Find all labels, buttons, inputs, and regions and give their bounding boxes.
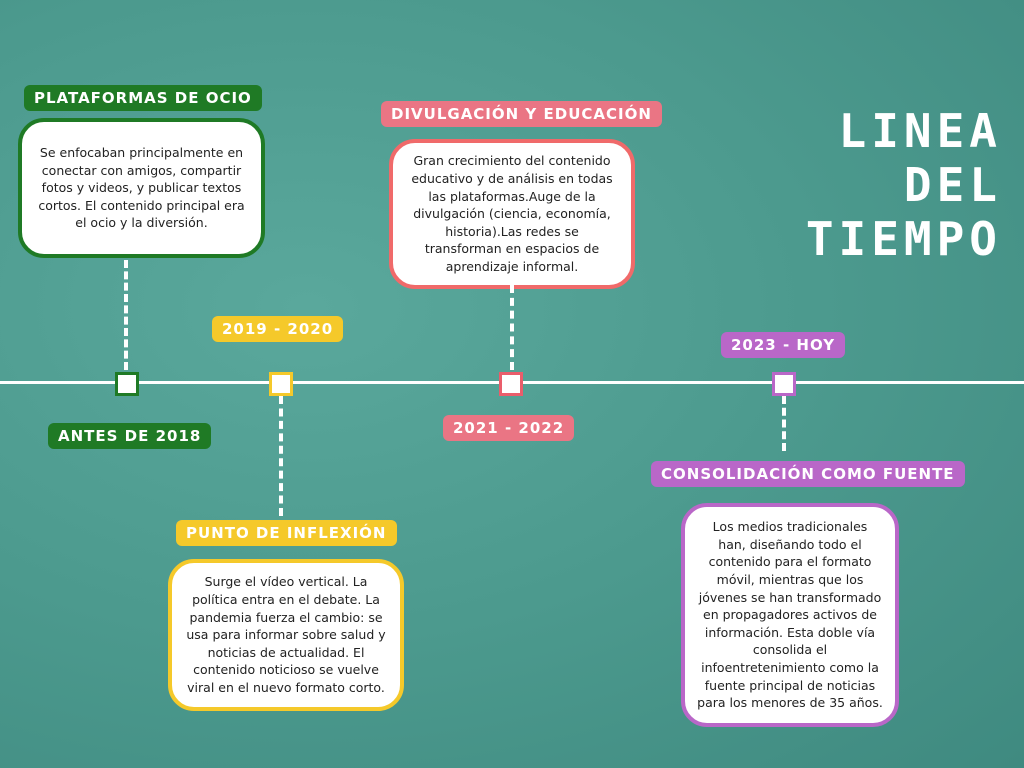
period-2019-2020: 2019 - 2020 (212, 316, 344, 342)
connector (782, 396, 786, 451)
timeline-node-3 (499, 372, 523, 396)
timeline-node-4 (772, 372, 796, 396)
page-title: LINEA DEL TIEMPO (805, 104, 1002, 266)
connector (279, 396, 283, 516)
event-box-3: Gran crecimiento del contenido educativo… (389, 139, 635, 289)
event-box-2: Surge el vídeo vertical. La política ent… (168, 559, 404, 711)
heading-divulgacion-educacion: DIVULGACIÓN Y EDUCACIÓN (381, 101, 662, 127)
period-antes-2018: ANTES DE 2018 (48, 423, 212, 449)
timeline-node-1 (115, 372, 139, 396)
heading-punto-inflexion: PUNTO DE INFLEXIÓN (176, 520, 397, 546)
period-2023-hoy: 2023 - HOY (721, 332, 846, 358)
timeline-node-2 (269, 372, 293, 396)
heading-consolidacion-fuente: CONSOLIDACIÓN COMO FUENTE (651, 461, 965, 487)
heading-plataformas-ocio: PLATAFORMAS DE OCIO (24, 85, 262, 111)
connector (510, 285, 514, 370)
event-box-1: Se enfocaban principalmente en conectar … (18, 118, 265, 258)
connector (124, 260, 128, 370)
period-2021-2022: 2021 - 2022 (443, 415, 575, 441)
event-box-4: Los medios tradicionales han, diseñando … (681, 503, 899, 727)
